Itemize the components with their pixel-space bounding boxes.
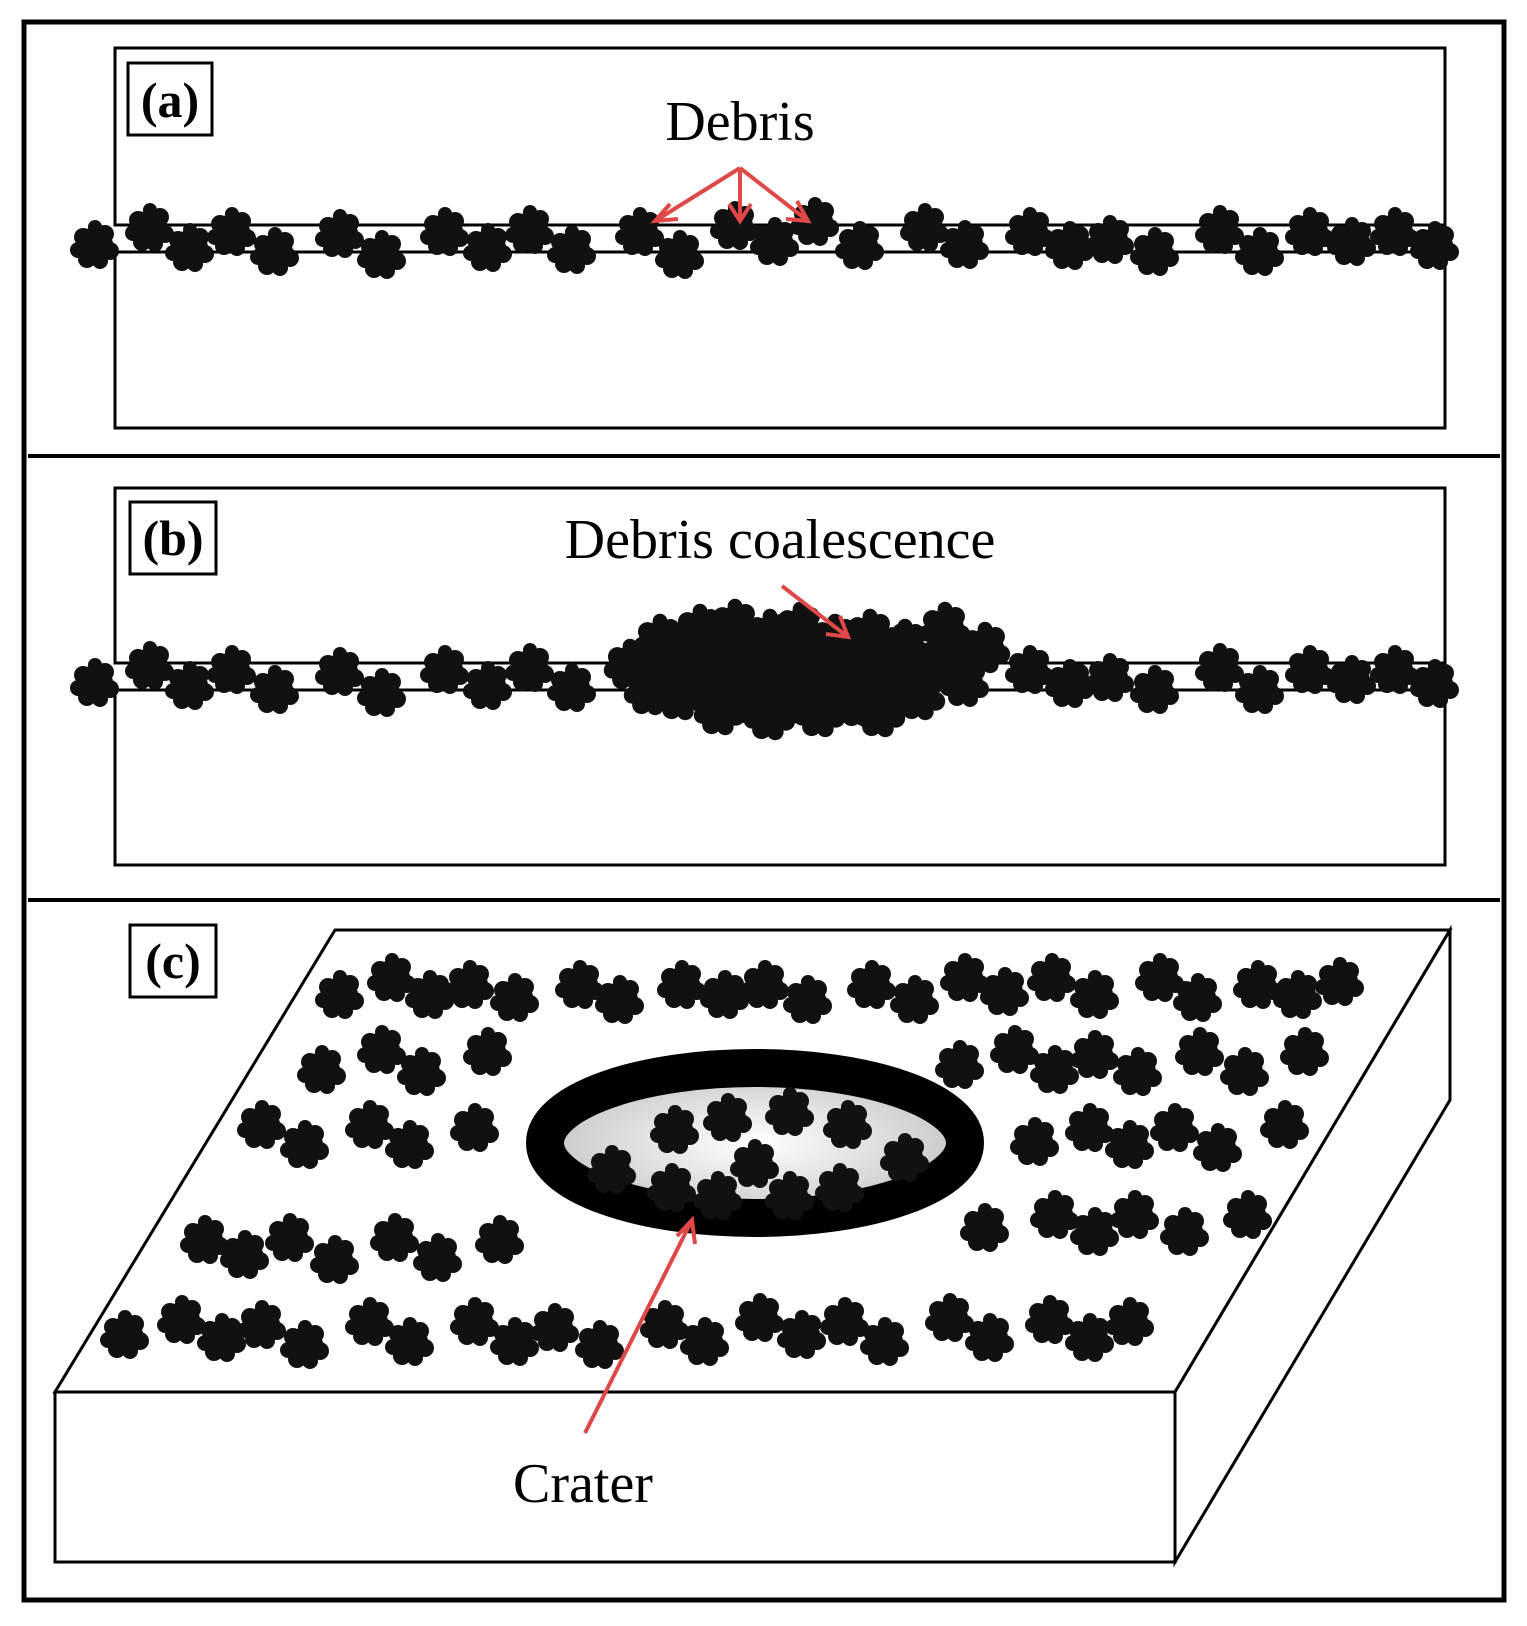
panel-label-box-a	[126, 61, 214, 137]
annotation-debris: Debris	[665, 91, 814, 153]
panel-a: (a) Debris	[70, 46, 1459, 430]
panel-label-c: (c)	[145, 933, 201, 989]
panel-c: (c) Crater	[52, 923, 1453, 1568]
panel-b: (b) Debris coalescence	[70, 486, 1459, 867]
panel-label-a: (a)	[141, 72, 199, 128]
panel-label-box-c	[128, 923, 218, 999]
annotation-crater: Crater	[513, 1453, 653, 1515]
panel-label-b: (b)	[142, 510, 203, 566]
crater-arrow	[583, 1215, 697, 1434]
panel-label-box-b	[128, 500, 218, 576]
coalescence-arrow	[780, 584, 852, 640]
block-front-face	[53, 1390, 1177, 1564]
annotation-debris-coalescence: Debris coalescence	[565, 509, 996, 571]
debris-arrows	[650, 166, 812, 225]
